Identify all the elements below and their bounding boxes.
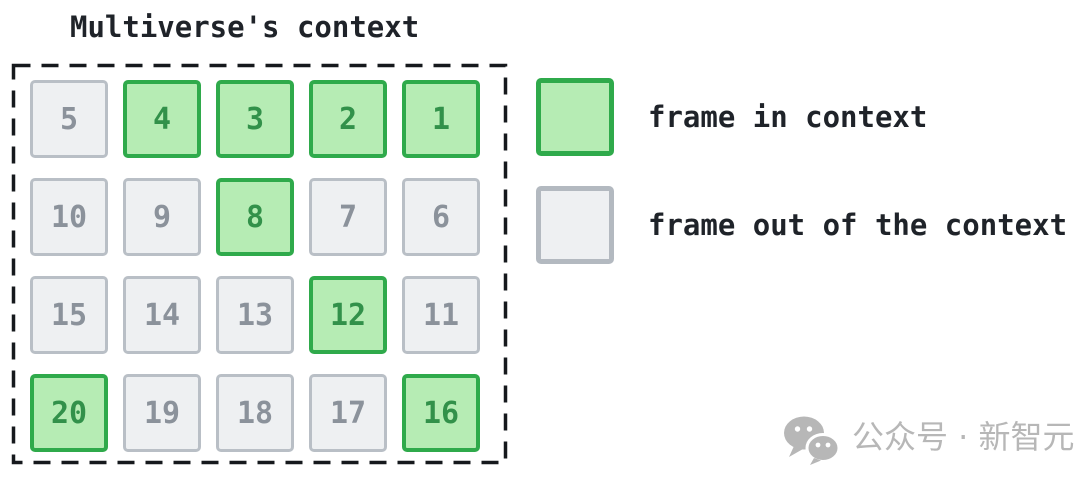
- frame-cell-6: 6: [402, 178, 480, 256]
- frame-cell-4: 4: [123, 80, 201, 158]
- frame-cell-15: 15: [30, 276, 108, 354]
- frame-cell-13: 13: [216, 276, 294, 354]
- legend-swatch-in-context: [536, 78, 614, 156]
- watermark: 公众号 · 新智元: [782, 414, 1075, 466]
- legend-item-in-context: frame in context: [536, 78, 1067, 156]
- frame-cell-1: 1: [402, 80, 480, 158]
- frame-cell-17: 17: [309, 374, 387, 452]
- frame-cell-10: 10: [30, 178, 108, 256]
- legend: frame in context frame out of the contex…: [536, 78, 1067, 294]
- frame-cell-16: 16: [402, 374, 480, 452]
- wechat-icon: [784, 416, 840, 465]
- frame-cell-19: 19: [123, 374, 201, 452]
- watermark-text: 公众号 · 新智元: [852, 418, 1075, 456]
- diagram-title: Multiverse's context: [70, 10, 420, 44]
- legend-swatch-out-of-context: [536, 186, 614, 264]
- frame-cell-14: 14: [123, 276, 201, 354]
- frame-cell-11: 11: [402, 276, 480, 354]
- legend-label-out-of-context: frame out of the context: [648, 208, 1068, 242]
- legend-item-out-of-context: frame out of the context: [536, 186, 1067, 264]
- frame-cell-18: 18: [216, 374, 294, 452]
- frame-cell-20: 20: [30, 374, 108, 452]
- frame-cell-2: 2: [309, 80, 387, 158]
- frame-cell-12: 12: [309, 276, 387, 354]
- frame-cell-7: 7: [309, 178, 387, 256]
- frame-cell-8: 8: [216, 178, 294, 256]
- frame-cell-9: 9: [123, 178, 201, 256]
- legend-label-in-context: frame in context: [648, 100, 928, 134]
- frame-cell-3: 3: [216, 80, 294, 158]
- frame-cell-5: 5: [30, 80, 108, 158]
